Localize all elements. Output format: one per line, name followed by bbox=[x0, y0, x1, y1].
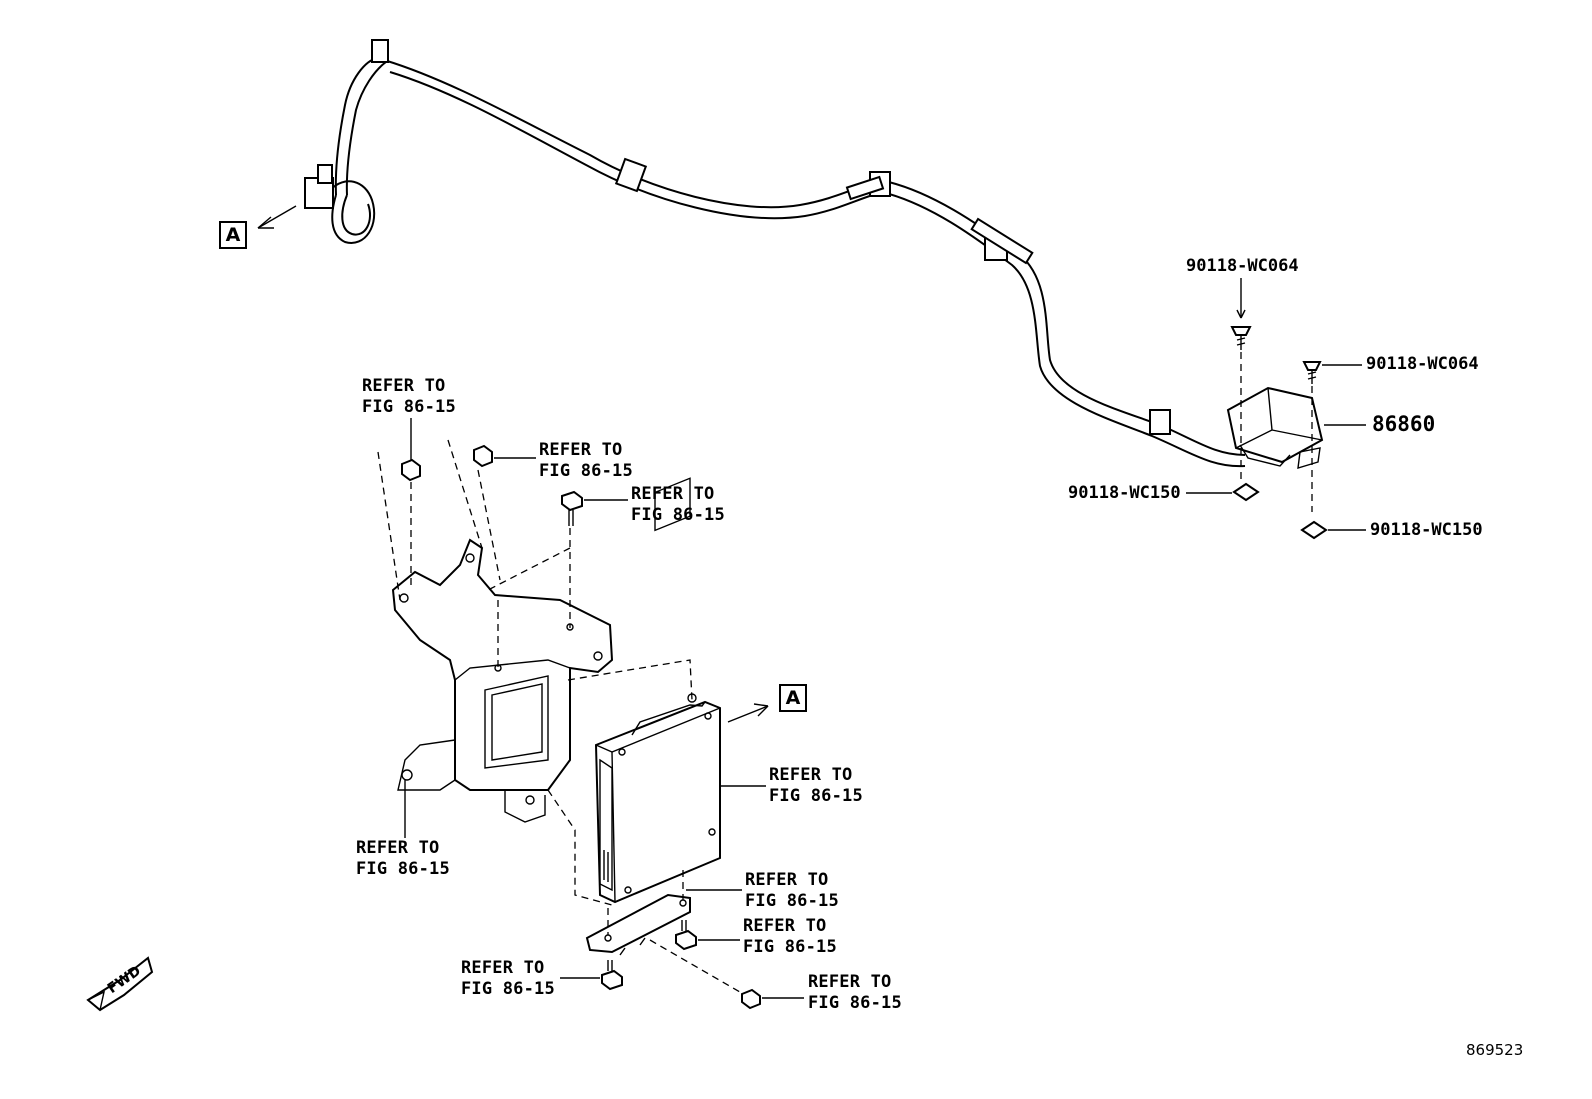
label-part-clip-right: 90118-WC150 bbox=[1370, 520, 1483, 540]
label-part-clip-left: 90118-WC150 bbox=[1068, 483, 1181, 503]
label-part-screw-top: 90118-WC064 bbox=[1186, 256, 1299, 276]
fwd-arrow-icon bbox=[86, 956, 154, 1012]
nut-3 bbox=[741, 988, 761, 1010]
clip-left bbox=[1232, 482, 1260, 502]
bolt-2 bbox=[675, 920, 697, 951]
bolt-1 bbox=[561, 490, 583, 526]
nut-2 bbox=[473, 444, 493, 468]
label-part-86860: 86860 bbox=[1372, 412, 1436, 436]
wire-harness bbox=[304, 39, 1246, 468]
clip-right bbox=[1300, 520, 1328, 540]
label-part-screw-right: 90118-WC064 bbox=[1366, 354, 1479, 374]
arrow-to-a-top bbox=[257, 205, 297, 229]
illustration-number: 869523 bbox=[1466, 1041, 1524, 1059]
bottom-plate bbox=[585, 893, 691, 956]
nut-1 bbox=[401, 458, 421, 482]
ecu bbox=[594, 477, 721, 904]
module-86860 bbox=[1226, 386, 1324, 469]
bolt-3 bbox=[601, 960, 623, 991]
reference-box-a-ecu: A bbox=[779, 684, 807, 712]
screw-right bbox=[1302, 361, 1322, 384]
reference-box-a-top: A bbox=[219, 221, 247, 249]
arrow-to-a-ecu bbox=[727, 705, 769, 723]
screw-top bbox=[1230, 326, 1252, 350]
bracket bbox=[391, 538, 614, 823]
